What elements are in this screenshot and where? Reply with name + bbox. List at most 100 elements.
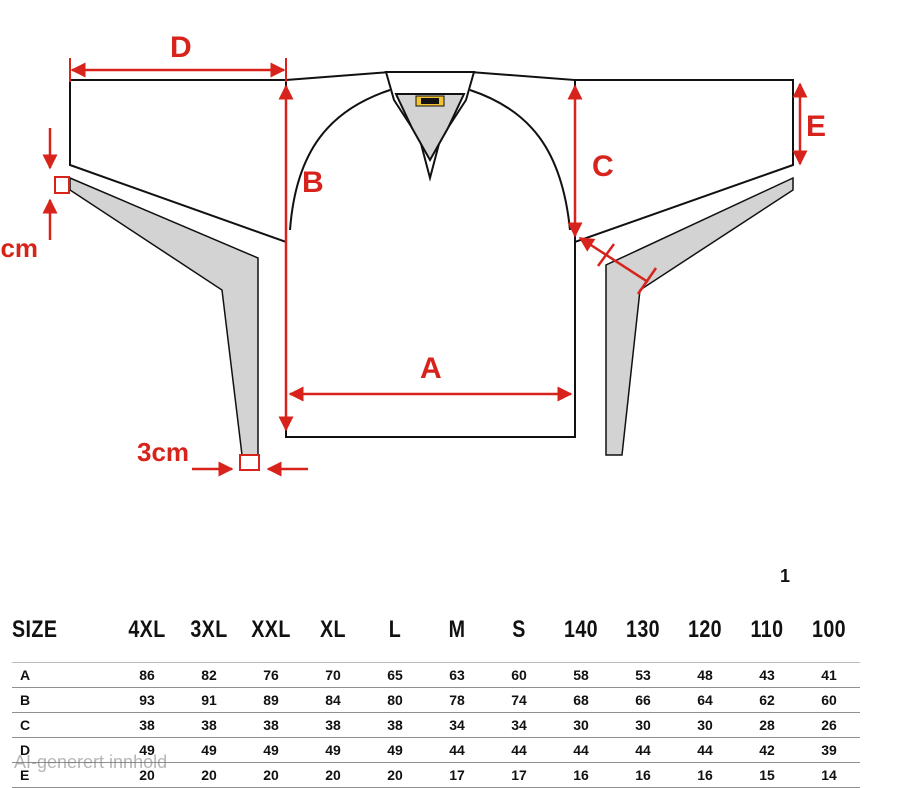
table-cell: 65: [364, 662, 426, 688]
table-cell: 30: [674, 712, 736, 738]
table-cell: 93: [116, 687, 178, 713]
dimension-3cm-left: 3cm: [0, 128, 70, 263]
table-cell: 84: [302, 687, 364, 713]
dimension-e: E: [792, 82, 826, 166]
size-column-header: 110: [750, 615, 784, 643]
table-cell: 64: [674, 687, 736, 713]
table-cell: 89: [240, 687, 302, 713]
label-c: C: [592, 150, 614, 183]
table-cell: 49: [178, 737, 240, 763]
table-cell: 53: [612, 662, 674, 688]
label-d: D: [170, 31, 192, 64]
page-number: 1: [780, 566, 791, 586]
table-cell: 20: [178, 762, 240, 788]
table-cell: 16: [550, 762, 612, 788]
table-cell: 44: [488, 737, 550, 763]
table-spacer-row: [12, 652, 860, 663]
table-cell: 38: [178, 712, 240, 738]
table-cell: 17: [488, 762, 550, 788]
table-cell: 20: [302, 762, 364, 788]
label-e: E: [806, 110, 826, 143]
table-cell: 44: [550, 737, 612, 763]
size-column-header: 130: [625, 615, 661, 643]
cuff-measure-right: [578, 236, 658, 295]
table-cell: 16: [674, 762, 736, 788]
row-label: C: [12, 712, 116, 738]
table-cell: 60: [488, 662, 550, 688]
label-3cm-left: 3cm: [0, 233, 38, 263]
row-label: B: [12, 687, 116, 713]
dimension-d: D: [69, 31, 287, 82]
size-header: SIZE: [12, 615, 58, 643]
table-cell: 66: [612, 687, 674, 713]
jersey-outline: [69, 71, 794, 438]
size-column-header: 4XL: [128, 615, 166, 643]
table-cell: 38: [240, 712, 302, 738]
table-cell: 38: [364, 712, 426, 738]
table-cell: 78: [426, 687, 488, 713]
label-b: B: [302, 166, 324, 199]
table-cell: 91: [178, 687, 240, 713]
table-cell: 49: [302, 737, 364, 763]
table-cell: 44: [426, 737, 488, 763]
table-cell: 49: [116, 737, 178, 763]
table-cell: 43: [736, 662, 798, 688]
table-cell: 62: [736, 687, 798, 713]
table-cell: 30: [550, 712, 612, 738]
size-column-header: 140: [563, 615, 599, 643]
size-column-header: M: [448, 615, 466, 643]
table-cell: 17: [426, 762, 488, 788]
table-cell: 60: [798, 687, 860, 713]
table-cell: 68: [550, 687, 612, 713]
raglan-seam-right: [469, 89, 571, 231]
table-cell: 26: [798, 712, 860, 738]
table-cell: 63: [426, 662, 488, 688]
dimension-a: A: [288, 352, 573, 402]
table-cell: 30: [612, 712, 674, 738]
size-column-header: L: [388, 615, 402, 643]
size-column-header: 100: [811, 615, 847, 643]
table-cell: 70: [302, 662, 364, 688]
row-label: A: [12, 662, 116, 688]
row-label: D: [12, 737, 116, 763]
table-cell: 74: [488, 687, 550, 713]
jersey-diagram: D B C E A 3cm 3cm: [0, 31, 826, 477]
table-cell: 80: [364, 687, 426, 713]
table-cell: 28: [736, 712, 798, 738]
table-cell: 20: [240, 762, 302, 788]
table-cell: 16: [612, 762, 674, 788]
table-cell: 39: [798, 737, 860, 763]
dimension-3cm-bottom: 3cm: [137, 437, 308, 477]
dimension-b: B: [278, 84, 324, 432]
table-cell: 41: [798, 662, 860, 688]
table-cell: 38: [116, 712, 178, 738]
right-underarm-panel: [605, 176, 794, 456]
size-column-header: 120: [687, 615, 723, 643]
watermark: AI-generert innhold: [14, 752, 168, 772]
table-cell: 76: [240, 662, 302, 688]
size-column-header: 3XL: [190, 615, 228, 643]
table-cell: 48: [674, 662, 736, 688]
size-column-header: XXL: [251, 615, 291, 643]
table-cell: 38: [302, 712, 364, 738]
table-cell: 15: [736, 762, 798, 788]
table-cell: 34: [426, 712, 488, 738]
left-sleeve: [69, 79, 287, 244]
table-cell: 44: [674, 737, 736, 763]
size-column-header: S: [512, 615, 526, 643]
label-a: A: [420, 352, 442, 385]
table-cell: 20: [364, 762, 426, 788]
table-cell: 34: [488, 712, 550, 738]
table-cell: 58: [550, 662, 612, 688]
table-cell: 49: [240, 737, 302, 763]
label-3cm-bottom: 3cm: [137, 437, 189, 467]
table-cell: 49: [364, 737, 426, 763]
table-cell: 42: [736, 737, 798, 763]
table-cell: 44: [612, 737, 674, 763]
table-cell: 82: [178, 662, 240, 688]
